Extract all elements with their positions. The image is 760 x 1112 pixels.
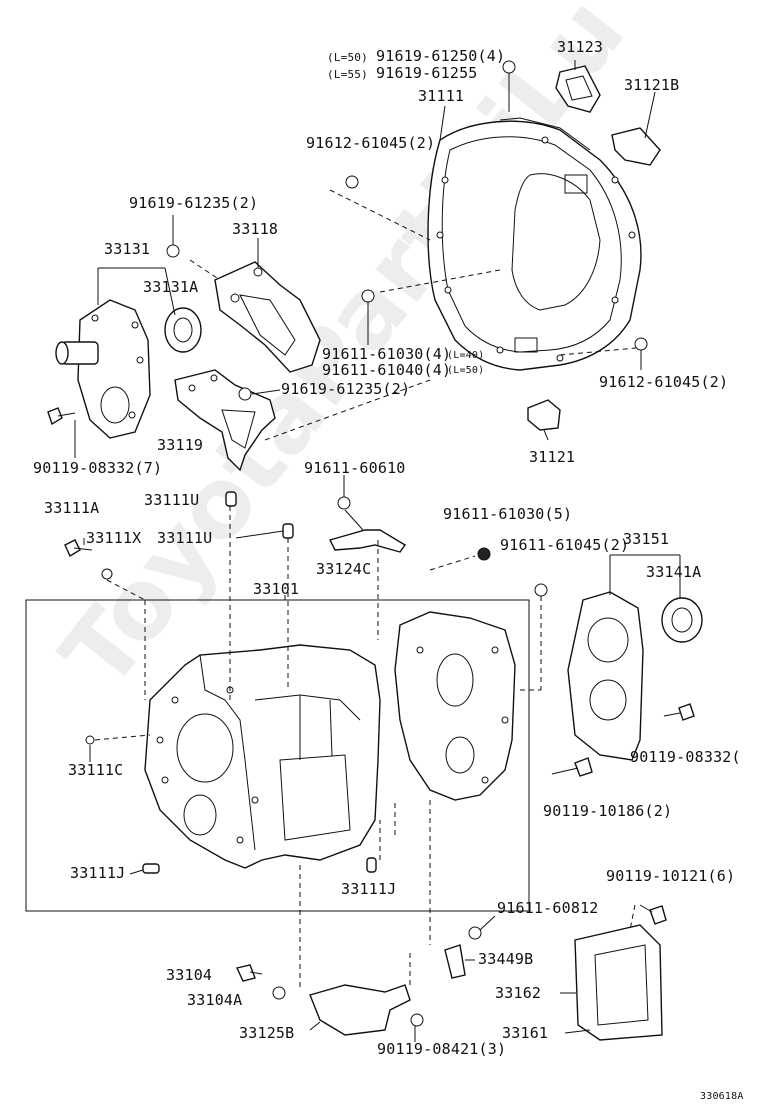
label-91619-61235-top: 91619-61235(2) (129, 194, 259, 212)
leader-lines (74, 60, 681, 1042)
label-91619-61255: 91619-61255 (376, 64, 478, 82)
label-33111X: 33111X (86, 529, 142, 547)
label-33131: 33131 (104, 240, 151, 258)
label-33101: 33101 (253, 580, 300, 598)
label-91611-61030-5: 91611-61030(5) (443, 505, 573, 523)
label-90119-08332-7: 90119-08332(7) (33, 459, 163, 477)
seal-33141A (661, 597, 703, 643)
cover-31121B (611, 127, 661, 166)
label-91611-60812: 91611-60812 (497, 899, 599, 917)
label-91619-61250: 91619-61250(4) (376, 47, 506, 65)
transmission-case-front (144, 644, 381, 869)
label-33124C: 33124C (316, 560, 372, 578)
label-91619-61235-mid: 91619-61235(2) (281, 380, 411, 398)
label-91611-60610: 91611-60610 (304, 459, 406, 477)
seal-33131A (164, 307, 202, 353)
bracket-33124C (328, 509, 407, 553)
cover-33162 (574, 924, 663, 1041)
transmission-case-33101-box (25, 599, 530, 912)
transmission-case-rear (394, 611, 516, 801)
label-33118: 33118 (232, 220, 279, 238)
label-length-50b: (L=50) (447, 365, 485, 376)
label-90119-10186: 90119-10186(2) (543, 802, 673, 820)
label-31123: 31123 (557, 38, 604, 56)
label-33111J-b: 33111J (341, 880, 397, 898)
label-31121B: 31121B (624, 76, 680, 94)
boot-31123 (555, 65, 601, 113)
label-length-50: (L=50) (327, 51, 368, 64)
extension-housing-33151 (567, 591, 644, 761)
label-31121: 31121 (529, 448, 576, 466)
label-length-40: (L=40) (447, 350, 485, 361)
label-33104: 33104 (166, 966, 213, 984)
label-91611-61030-4: 91611-61030(4) (322, 345, 452, 363)
retainer-33131 (55, 299, 151, 439)
plate-33125B (309, 984, 411, 1036)
label-91611-61040: 91611-61040(4) (322, 361, 452, 379)
label-33111J-a: 33111J (70, 864, 126, 882)
label-33111U-b: 33111U (157, 529, 213, 547)
bracket-33119 (174, 369, 276, 472)
label-33125B: 33125B (239, 1024, 295, 1042)
bolts (47, 407, 695, 1000)
label-33141A: 33141A (646, 563, 702, 581)
label-33111C: 33111C (68, 761, 124, 779)
label-33449B: 33449B (478, 950, 534, 968)
label-33131A: 33131A (143, 278, 199, 296)
clutch-housing-31111 (427, 117, 642, 371)
bracket-33118 (214, 261, 321, 373)
label-31111: 31111 (418, 87, 465, 105)
label-90119-10121: 90119-10121(6) (606, 867, 736, 885)
clip-33449B (444, 944, 466, 979)
label-33111A: 33111A (44, 499, 100, 517)
label-91612-61045-right: 91612-61045(2) (599, 373, 729, 391)
label-90119-08332-right: 90119-08332( (630, 748, 741, 766)
figure-code: 330618A (700, 1091, 744, 1102)
label-33104A: 33104A (187, 991, 243, 1009)
label-33161: 33161 (502, 1024, 549, 1042)
label-90119-08421: 90119-08421(3) (377, 1040, 507, 1058)
label-91611-61045-2: 91611-61045(2) (500, 536, 630, 554)
cap-31121 (527, 399, 561, 431)
label-33162: 33162 (495, 984, 542, 1002)
label-91612-61045-top: 91612-61045(2) (306, 134, 436, 152)
label-length-55: (L=55) (327, 68, 368, 81)
pins (85, 491, 377, 874)
label-33151: 33151 (623, 530, 670, 548)
label-33111U-a: 33111U (144, 491, 200, 509)
label-33119: 33119 (157, 436, 204, 454)
